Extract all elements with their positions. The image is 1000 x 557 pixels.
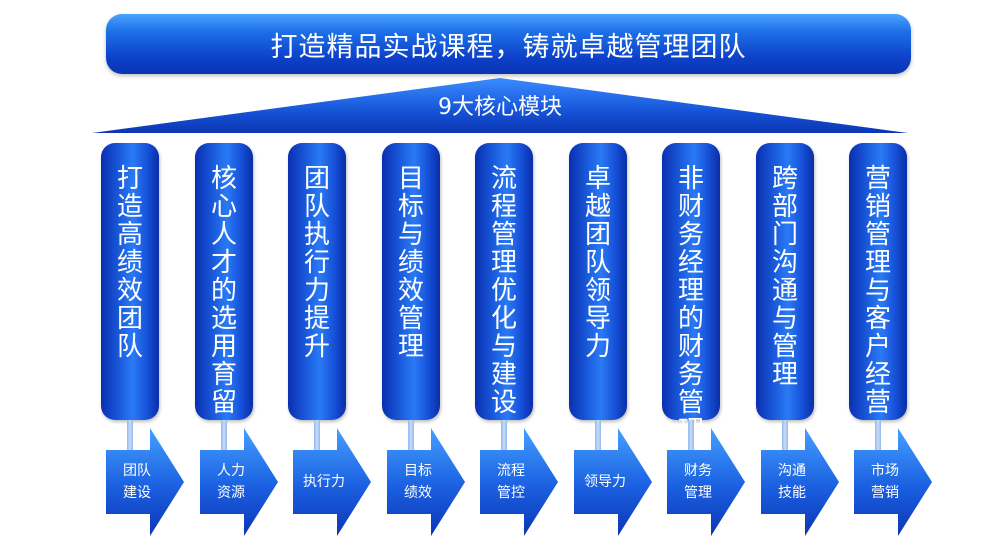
module-connector — [314, 420, 320, 452]
module-tag: 市场 营销 — [871, 463, 899, 501]
roof-label: 9大核心模块 — [438, 95, 562, 120]
module-title: 跨部门沟通与管理 — [771, 164, 798, 390]
module-title: 非财务经理的财务管理 — [677, 164, 704, 445]
module-tag-arrow: 人力 资源 — [200, 428, 280, 536]
arrow-shape — [854, 428, 932, 536]
module-title: 核心人才的选用育留 — [210, 164, 237, 418]
module-title: 流程管理优化与建设 — [490, 164, 517, 418]
module-tag: 目标 绩效 — [404, 463, 432, 501]
module-connector — [127, 420, 133, 452]
module-tag: 沟通 技能 — [778, 463, 806, 501]
module-tag-arrow: 流程 管控 — [480, 428, 560, 536]
arrow-shape — [106, 428, 184, 536]
module-connector — [408, 420, 414, 452]
arrow-shape — [480, 428, 558, 536]
module-title: 打造高绩效团队 — [116, 164, 143, 362]
module-tag: 财务 管理 — [684, 463, 712, 501]
module-tag-arrow: 执行力 — [293, 428, 373, 536]
headline-banner: 打造精品实战课程，铸就卓越管理团队 — [106, 14, 911, 74]
module-connector — [595, 420, 601, 452]
arrow-shape — [761, 428, 839, 536]
module-pillar: 团队执行力提升 — [288, 143, 346, 420]
module-title: 营销管理与客户经营 — [864, 164, 891, 418]
module-pillar: 流程管理优化与建设 — [475, 143, 533, 420]
module-title: 团队执行力提升 — [303, 164, 330, 362]
module-tag: 领导力 — [584, 474, 626, 490]
module-tag: 流程 管控 — [497, 463, 525, 501]
module-title: 目标与绩效管理 — [397, 164, 424, 362]
module-pillar: 营销管理与客户经营 — [849, 143, 907, 420]
module-pillar: 卓越团队领导力 — [569, 143, 627, 420]
module-pillar: 核心人才的选用育留 — [195, 143, 253, 420]
module-connector — [782, 420, 788, 452]
module-tag: 人力 资源 — [217, 463, 245, 501]
arrow-shape — [667, 428, 745, 536]
module-connector — [875, 420, 881, 452]
module-connector — [501, 420, 507, 452]
module-connector — [688, 420, 694, 452]
module-pillar: 跨部门沟通与管理 — [756, 143, 814, 420]
module-tag-arrow: 市场 营销 — [854, 428, 934, 536]
module-tag-arrow: 领导力 — [574, 428, 654, 536]
arrow-shape — [293, 428, 371, 536]
arrow-shape — [574, 428, 652, 536]
arrow-shape — [387, 428, 465, 536]
module-title: 卓越团队领导力 — [584, 164, 611, 362]
module-tag-arrow: 目标 绩效 — [387, 428, 467, 536]
module-tag: 团队 建设 — [123, 463, 151, 501]
module-pillar: 非财务经理的财务管理 — [662, 143, 720, 445]
module-tag-arrow: 财务 管理 — [667, 428, 747, 536]
arrow-shape — [200, 428, 278, 536]
module-tag: 执行力 — [303, 474, 345, 490]
module-tag-arrow: 沟通 技能 — [761, 428, 841, 536]
module-pillar: 打造高绩效团队 — [101, 143, 159, 420]
module-pillar: 目标与绩效管理 — [382, 143, 440, 420]
module-tag-arrow: 团队 建设 — [106, 428, 186, 536]
headline-text: 打造精品实战课程，铸就卓越管理团队 — [270, 31, 747, 63]
module-connector — [221, 420, 227, 452]
